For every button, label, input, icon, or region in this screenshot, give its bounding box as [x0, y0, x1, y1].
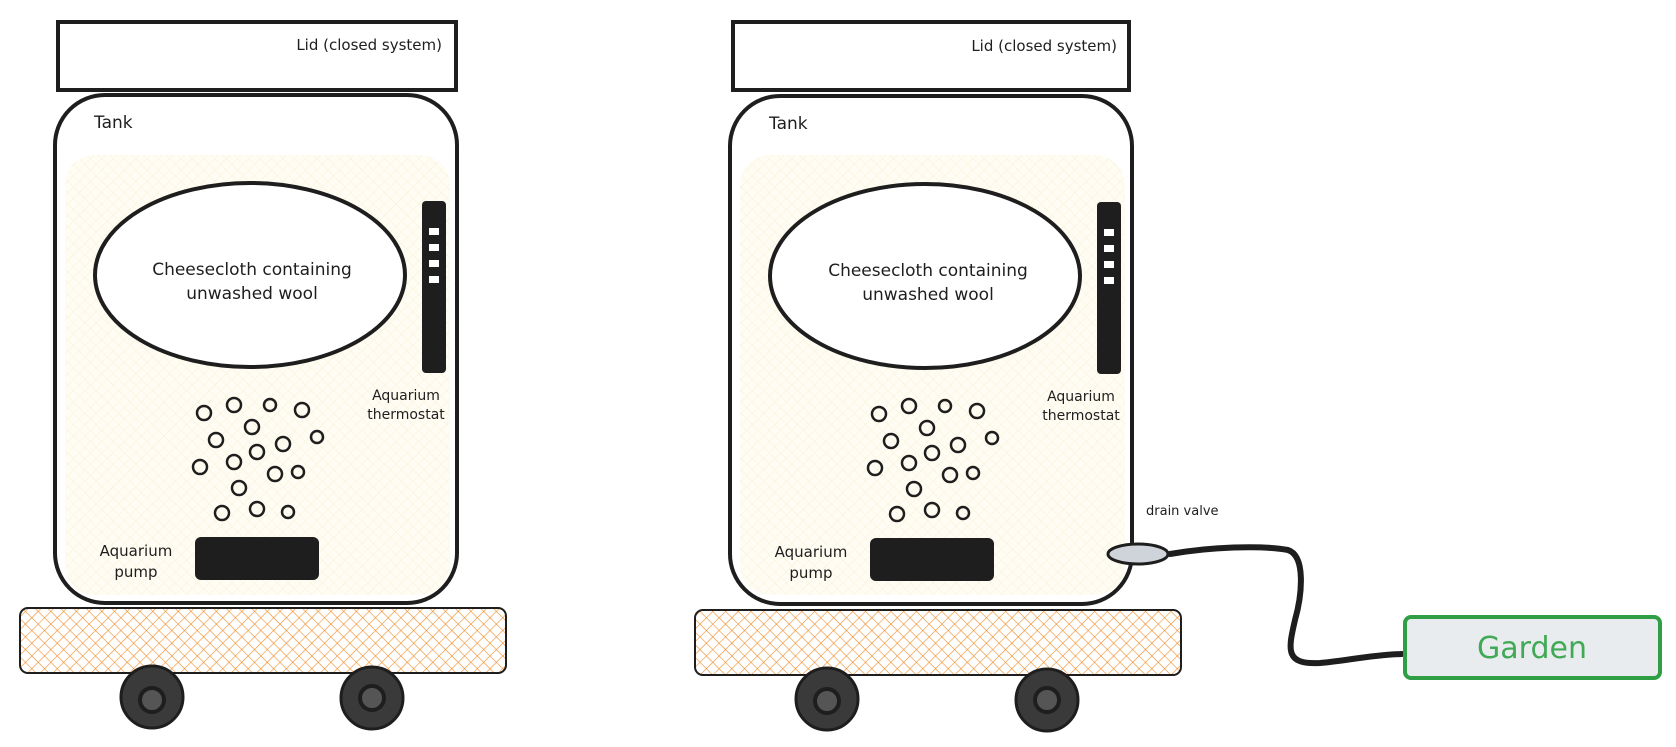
pump-label-line2: pump — [114, 563, 157, 581]
pump-label-line1: Aquarium — [100, 542, 173, 560]
cart — [19, 607, 507, 674]
cart — [694, 609, 1182, 676]
drain-hose — [1167, 544, 1405, 667]
thermostat-label-line2: thermostat — [1042, 408, 1120, 424]
left-diagram: Lid (closed system) Tank Cheesecloth con… — [19, 20, 507, 731]
wheels — [119, 664, 405, 731]
drain-valve-label: drain valve — [1146, 504, 1219, 519]
pump-label-line2: pump — [789, 564, 832, 582]
cheesecloth: Cheesecloth containing unwashed wool — [768, 182, 1082, 370]
lid-label: Lid (closed system) — [971, 37, 1117, 55]
thermostat: Aquarium thermostat — [367, 201, 446, 423]
right-diagram: Lid (closed system) Tank Cheesecloth con… — [694, 20, 1662, 733]
tank-label: Tank — [93, 113, 133, 133]
cheesecloth-label-line1: Cheesecloth containing — [828, 261, 1028, 281]
cheesecloth-label-line2: unwashed wool — [186, 284, 318, 304]
pump: Aquarium pump — [775, 538, 994, 582]
tank-label: Tank — [768, 114, 808, 134]
cheesecloth-label-line1: Cheesecloth containing — [152, 260, 352, 280]
thermostat-label-line1: Aquarium — [1047, 389, 1115, 405]
thermostat-label-line2: thermostat — [367, 407, 445, 423]
cheesecloth: Cheesecloth containing unwashed wool — [93, 181, 407, 369]
garden-label: Garden — [1477, 631, 1587, 666]
lid: Lid (closed system) — [56, 20, 458, 92]
valve-icon — [1106, 542, 1170, 566]
wheels — [794, 666, 1080, 733]
lid: Lid (closed system) — [731, 20, 1131, 92]
pump: Aquarium pump — [100, 537, 319, 581]
bubbles — [866, 397, 1000, 523]
bubbles — [191, 396, 325, 522]
thermostat: Aquarium thermostat — [1042, 202, 1121, 424]
garden-box: Garden — [1403, 615, 1662, 680]
cheesecloth-label-line2: unwashed wool — [862, 285, 994, 305]
thermostat-label-line1: Aquarium — [372, 388, 440, 404]
pump-label-line1: Aquarium — [775, 543, 848, 561]
lid-label: Lid (closed system) — [296, 36, 442, 54]
drain-valve: drain valve — [1106, 504, 1405, 667]
